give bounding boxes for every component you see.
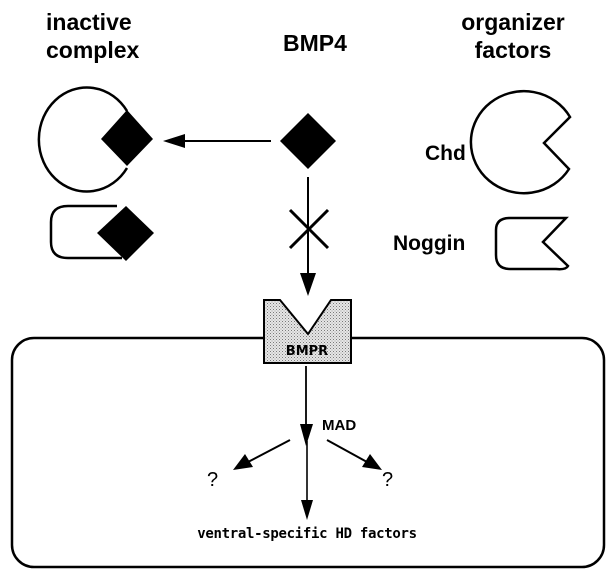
header-organizer-line1: organizer bbox=[461, 9, 565, 35]
label-noggin: Noggin bbox=[393, 232, 465, 255]
arrow-mad-to-unknown-left bbox=[233, 439, 291, 470]
header-complex-line2: complex bbox=[46, 37, 140, 63]
label-ventral-specific-hd-factors: ventral-specific HD factors bbox=[197, 526, 416, 542]
header-factors-line2: factors bbox=[475, 37, 552, 63]
chd-shape-bound bbox=[37, 86, 129, 193]
header-inactive-complex: inactive complex bbox=[46, 9, 140, 63]
header-inactive-line1: inactive bbox=[46, 9, 132, 35]
label-chd: Chd bbox=[425, 142, 466, 165]
label-bmpr: BMPR bbox=[286, 344, 328, 359]
noggin-shape-bound bbox=[49, 204, 122, 260]
header-organizer-factors: organizer factors bbox=[461, 9, 565, 63]
inactive-complex-chd-bmp4 bbox=[37, 86, 153, 193]
bmp4-diamond-bound-noggin bbox=[97, 206, 154, 261]
bmp4-diamond-bound-chd bbox=[101, 110, 153, 166]
bmpr-receptor: BMPR bbox=[263, 299, 352, 364]
header-bmp4: BMP4 bbox=[283, 30, 347, 56]
arrow-bmpr-to-mad bbox=[300, 366, 313, 446]
bmp4-diamond-free bbox=[280, 113, 336, 169]
arrow-mad-to-hd-factors bbox=[301, 441, 313, 520]
inactive-complex-noggin-bmp4 bbox=[49, 204, 154, 261]
chd-shape-free bbox=[469, 89, 572, 195]
arrow-mad-to-unknown-right bbox=[326, 439, 382, 470]
label-mad: MAD bbox=[322, 417, 356, 434]
label-unknown-left: ? bbox=[207, 469, 218, 491]
noggin-shape-free bbox=[494, 216, 570, 271]
arrow-bmp4-to-inactive-complex bbox=[163, 134, 271, 148]
inhibition-cross-icon bbox=[288, 208, 330, 250]
label-unknown-right: ? bbox=[382, 469, 393, 491]
